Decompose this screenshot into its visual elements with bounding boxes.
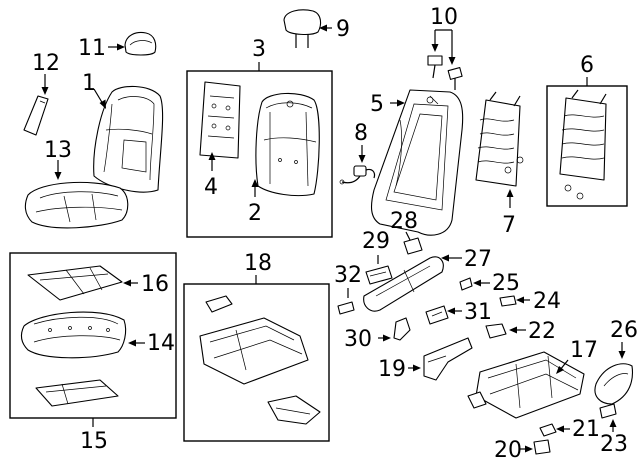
callout-21: 21 [572, 417, 600, 442]
callout-32: 32 [334, 263, 362, 288]
callout-28: 28 [390, 209, 418, 234]
clip-25 [459, 277, 473, 291]
callout-13: 13 [44, 138, 72, 163]
clip-20 [533, 439, 551, 455]
lumbar-assembly-6 [559, 89, 607, 200]
callout-31: 31 [464, 300, 492, 325]
seat-back-frame-5 [370, 89, 464, 236]
skirt-19 [423, 337, 473, 381]
clip-21 [539, 423, 557, 437]
callout-1: 1 [82, 71, 96, 96]
lumbar-grid-7 [475, 91, 524, 187]
pad-4 [199, 81, 241, 159]
callout-11: 11 [78, 36, 106, 61]
callout-19: 19 [378, 357, 406, 382]
callout-26: 26 [610, 318, 638, 343]
seat-back-pad-2 [255, 92, 320, 197]
clip-24 [499, 295, 517, 307]
switch-31 [425, 305, 449, 325]
callout-27: 27 [464, 247, 492, 272]
callout-24: 24 [533, 289, 561, 314]
trim-end-26 [594, 363, 634, 405]
callout-7: 7 [502, 213, 516, 238]
callout-29: 29 [362, 229, 390, 254]
callout-9: 9 [336, 17, 350, 42]
seat-back-cover-1 [93, 85, 164, 193]
callout-30: 30 [344, 327, 372, 352]
knob-32 [337, 301, 355, 315]
bottom-plate [35, 379, 119, 407]
headrest-11 [124, 31, 157, 56]
handle-29 [365, 265, 393, 285]
callout-15: 15 [80, 429, 108, 454]
callout-5: 5 [370, 92, 384, 117]
seat-track-18 [199, 295, 321, 425]
cushion-pad-14 [20, 311, 127, 359]
power-track-17 [467, 351, 585, 419]
callout-23: 23 [600, 432, 628, 457]
callout-22: 22 [528, 319, 556, 344]
callout-6: 6 [580, 53, 594, 78]
seat-cushion-cover-13 [24, 181, 129, 229]
callout-25: 25 [492, 271, 520, 296]
callout-3: 3 [252, 37, 266, 62]
callout-16: 16 [141, 272, 169, 297]
callout-17: 17 [570, 338, 598, 363]
callout-10: 10 [430, 5, 458, 30]
switch-28 [403, 237, 423, 255]
clip-23 [599, 403, 617, 419]
callout-20: 20 [494, 438, 522, 463]
side-trim-12 [23, 95, 49, 136]
callout-8: 8 [354, 121, 368, 146]
callout-12: 12 [32, 51, 60, 76]
callout-2: 2 [248, 201, 262, 226]
insulator-16 [27, 265, 123, 301]
headrest-9 [283, 9, 322, 48]
side-shield-27 [363, 256, 444, 312]
headrest-guides-10 [427, 29, 463, 90]
cover-22 [485, 323, 507, 339]
callout-18: 18 [244, 251, 272, 276]
bracket-30 [393, 317, 411, 341]
wire-8 [339, 165, 376, 185]
callout-14: 14 [147, 331, 175, 356]
callout-4: 4 [204, 175, 218, 200]
